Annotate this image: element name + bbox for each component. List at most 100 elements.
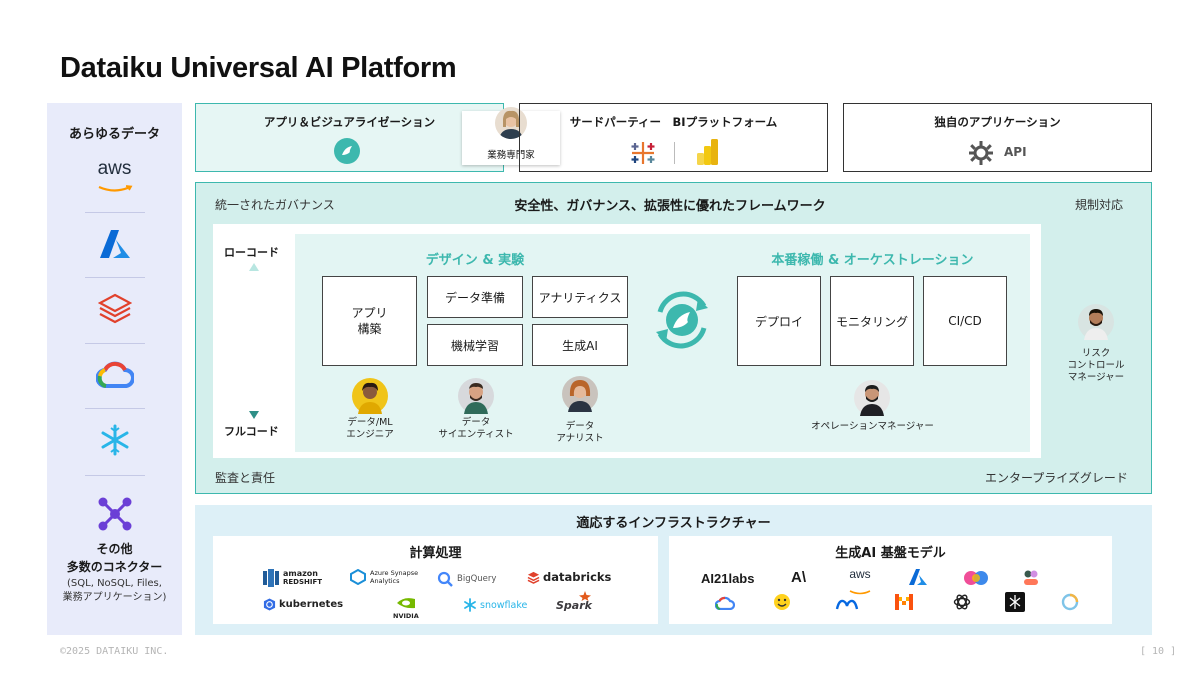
deploy-box: デプロイ: [737, 276, 821, 366]
sidebar-title: あらゆるデータ: [68, 127, 160, 142]
bigquery-logo: BigQuery: [437, 571, 496, 587]
databricks-text: databricks: [543, 570, 612, 584]
analytics-box: アナリティクス: [532, 276, 628, 318]
framework-title: 安全性、ガバナンス、拡張性に優れたフレームワーク: [514, 199, 826, 214]
anthropic-text: A\: [791, 569, 806, 586]
data-engineer-avatar: [352, 378, 388, 414]
spark-logo: Spark: [556, 591, 592, 613]
data-prep-box: データ準備: [427, 276, 523, 318]
bi-platform-box: サードパーティー BIプラットフォーム: [519, 103, 828, 172]
custom-app-title: 独自のアプリケーション: [934, 115, 1061, 129]
monitoring-box: モニタリング: [830, 276, 914, 366]
risk-manager-label-1: リスク: [1081, 348, 1111, 359]
hugging-face-icon: [773, 593, 791, 615]
kubernetes-text: kubernetes: [279, 599, 344, 610]
sidebar-divider: [85, 212, 145, 213]
data-scientist-label-2: サイエンティスト: [438, 429, 514, 440]
connectors-note-2: 業務アプリケーション): [62, 592, 167, 603]
data-sources-sidebar: あらゆるデータ aws その他 多数のコネクター (SQL, NoSQL, Fi…: [47, 103, 182, 635]
anthropic-logo: A\: [791, 569, 806, 586]
expert-label: 業務専門家: [487, 150, 535, 161]
operations-manager-label: オペレーションマネージャー: [811, 421, 934, 432]
azure-openai-icon: [909, 569, 927, 589]
app-building-label-2: 構築: [357, 322, 382, 336]
unified-governance-label: 統一されたガバナンス: [215, 198, 335, 212]
full-code-label: フルコード: [224, 425, 279, 438]
cicd-box: CI/CD: [923, 276, 1007, 366]
genai-box: 生成AI: [532, 324, 628, 366]
databricks-icon: [87, 286, 142, 332]
mistral-icon: [895, 594, 913, 614]
snowflake-icon: [87, 417, 142, 463]
design-title: デザイン & 実験: [425, 253, 525, 268]
enterprise-grade-label: エンタープライズグレード: [985, 471, 1128, 485]
google-cloud-icon: [87, 352, 142, 398]
analytics-label: アナリティクス: [538, 290, 622, 305]
data-analyst-label-1: データ: [565, 421, 595, 432]
synapse-text-2: Analytics: [370, 577, 400, 585]
regulatory-label: 規制対応: [1075, 198, 1124, 212]
deploy-label: デプロイ: [754, 314, 803, 329]
dataiku-bird-icon: [334, 138, 360, 164]
connectors-label: 多数のコネクター: [66, 560, 163, 574]
aws-icon: aws: [87, 155, 142, 201]
page-title: Dataiku Universal AI Platform: [60, 52, 457, 84]
copyright-footer: ©2025 DATAIKU INC.: [60, 646, 169, 657]
api-label: API: [1004, 145, 1027, 159]
operations-manager-avatar: [854, 380, 890, 416]
page-number: [ 10 ]: [1140, 646, 1177, 657]
risk-manager-label-2: コントロール: [1067, 360, 1125, 371]
data-scientist-avatar: [458, 378, 494, 414]
api-gear-icon: [968, 140, 994, 170]
machine-learning-label: 機械学習: [450, 338, 499, 353]
connector-icon: [87, 491, 142, 537]
snowflake-text: snowflake: [480, 599, 528, 611]
connectors-note-1: (SQL, NoSQL, Files,: [67, 578, 162, 589]
business-expert-card: 業務専門家: [462, 107, 560, 165]
kubernetes-logo: kubernetes: [263, 598, 343, 611]
nvidia-text: NVIDIA: [393, 612, 419, 620]
machine-learning-box: 機械学習: [427, 324, 523, 366]
spark-text: Spark: [556, 599, 592, 612]
data-analyst-avatar: [562, 376, 598, 412]
perplexity-icon: [1005, 592, 1025, 616]
monitoring-label: モニタリング: [835, 314, 908, 329]
app-building-label-1: アプリ: [351, 306, 388, 320]
data-scientist-label-1: データ: [461, 417, 491, 428]
dataiku-cycle-icon: [646, 284, 718, 360]
risk-manager-avatar: [1078, 304, 1114, 340]
databricks-logo: databricks: [527, 570, 611, 584]
meta-icon: [835, 596, 859, 615]
others-title: その他: [96, 542, 133, 556]
genai-label: 生成AI: [562, 338, 598, 353]
power-bi-icon: [696, 138, 720, 170]
openai-icon: [953, 593, 971, 615]
sidebar-divider: [85, 343, 145, 344]
gemini-icon: [963, 570, 989, 590]
sidebar-divider: [85, 408, 145, 409]
infrastructure-title: 適応するインフラストラクチャー: [576, 516, 771, 531]
azure-icon: [87, 221, 142, 267]
code-spectrum-arrow: [246, 262, 262, 424]
foundation-models-box: 生成AI 基盤モデル AI21labs A\ aws: [669, 536, 1112, 624]
visualization-box: アプリ＆ビジュアライゼーション: [195, 103, 504, 172]
aws-model-text: aws: [849, 567, 871, 581]
audit-label: 監査と責任: [215, 471, 276, 485]
data-prep-label: データ準備: [444, 290, 505, 305]
bi-platform-title: サードパーティー BIプラットフォーム: [569, 115, 778, 129]
data-engineer-label-2: エンジニア: [346, 429, 394, 440]
bigquery-text: BigQuery: [457, 574, 497, 584]
synapse-text-1: Azure Synapse: [370, 569, 419, 577]
aws-label: aws: [97, 157, 132, 179]
tableau-icon: [630, 140, 656, 170]
risk-manager-label-3: マネージャー: [1067, 372, 1125, 383]
google-cloud-small-icon: [714, 595, 736, 614]
compute-title: 計算処理: [409, 546, 462, 561]
bi-divider: [674, 142, 675, 164]
redshift-text-1: amazon: [283, 569, 318, 578]
app-building-box: アプリ 構築: [322, 276, 417, 366]
expert-avatar: [495, 107, 527, 139]
visualization-title: アプリ＆ビジュアライゼーション: [263, 115, 436, 129]
